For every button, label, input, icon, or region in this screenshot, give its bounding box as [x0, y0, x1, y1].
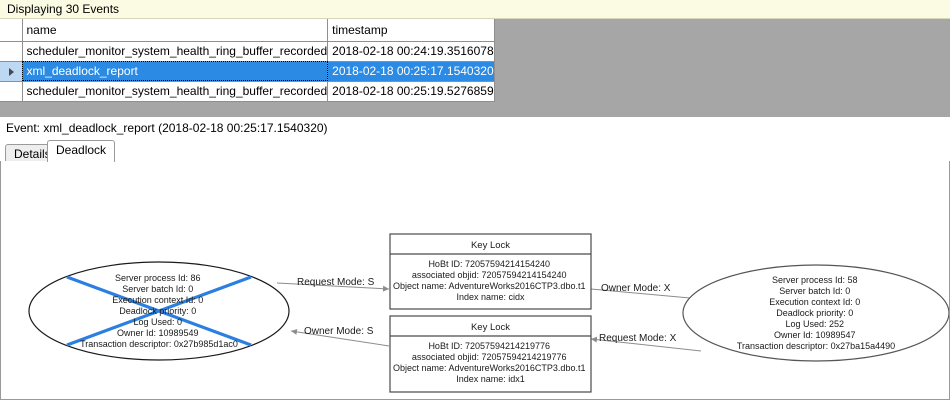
- deadlock-graph-svg: Request Mode: S Owner Mode: X Owner Mode…: [28, 233, 949, 393]
- edge-top-owner-right: Owner Mode: X: [590, 283, 702, 302]
- resource-top-title: Key Lock: [471, 240, 510, 251]
- cell-timestamp[interactable]: 2018-02-18 00:24:19.3516078: [327, 41, 495, 62]
- cell-timestamp[interactable]: 2018-02-18 00:25:17.1540320: [327, 61, 495, 82]
- edge-label: Owner Mode: S: [304, 326, 374, 337]
- row-selector-cell[interactable]: [0, 41, 23, 62]
- events-grid[interactable]: name timestamp scheduler_monitor_system_…: [0, 19, 495, 102]
- process-node-left[interactable]: Server process Id: 86 Server batch Id: 0…: [28, 261, 290, 361]
- cell-timestamp[interactable]: 2018-02-18 00:25:19.5276859: [327, 81, 495, 102]
- row-selector-arrow-icon: [8, 67, 14, 76]
- column-header-selector: [0, 19, 23, 42]
- cell-name[interactable]: scheduler_monitor_system_health_ring_buf…: [22, 81, 329, 102]
- table-row[interactable]: scheduler_monitor_system_health_ring_buf…: [0, 81, 495, 102]
- events-banner: Displaying 30 Events: [0, 0, 950, 19]
- grid-header-row: name timestamp: [0, 19, 495, 42]
- process-left-details: Server process Id: 86 Server batch Id: 0…: [80, 273, 238, 349]
- resource-node-top[interactable]: Key Lock HoBt ID: 72057594214154240 asso…: [389, 233, 592, 310]
- edge-left-request-top: Request Mode: S: [276, 277, 390, 292]
- cell-name[interactable]: xml_deadlock_report: [22, 61, 329, 82]
- table-row[interactable]: xml_deadlock_report 2018-02-18 00:25:17.…: [0, 61, 495, 82]
- process-node-right[interactable]: Server process Id: 58 Server batch Id: 0…: [682, 264, 949, 362]
- resource-bottom-title: Key Lock: [471, 322, 510, 333]
- table-row[interactable]: scheduler_monitor_system_health_ring_buf…: [0, 41, 495, 62]
- edge-label: Request Mode: S: [297, 277, 375, 288]
- tab-strip: Details Deadlock: [0, 140, 950, 162]
- edge-bottom-owner-left: Owner Mode: S: [290, 326, 390, 347]
- column-header-timestamp[interactable]: timestamp: [327, 19, 495, 42]
- deadlock-graph-canvas[interactable]: Request Mode: S Owner Mode: X Owner Mode…: [0, 161, 950, 400]
- edge-label: Owner Mode: X: [601, 283, 671, 294]
- edge-label: Request Mode: X: [599, 333, 677, 344]
- row-selector-cell[interactable]: [0, 61, 23, 82]
- events-grid-container[interactable]: name timestamp scheduler_monitor_system_…: [0, 19, 950, 117]
- column-header-name[interactable]: name: [22, 19, 329, 42]
- tab-deadlock[interactable]: Deadlock: [47, 140, 116, 162]
- deadlock-victim-cross-icon: [66, 275, 252, 347]
- row-selector-cell[interactable]: [0, 81, 23, 102]
- edge-right-request-bottom: Request Mode: X: [590, 333, 702, 352]
- event-caption: Event: xml_deadlock_report (2018-02-18 0…: [0, 118, 950, 138]
- resource-top-details: HoBt ID: 72057594214154240 associated ob…: [393, 259, 588, 302]
- cell-name[interactable]: scheduler_monitor_system_health_ring_buf…: [22, 41, 329, 62]
- resource-bottom-details: HoBt ID: 72057594214219776 associated ob…: [393, 341, 588, 384]
- resource-node-bottom[interactable]: Key Lock HoBt ID: 72057594214219776 asso…: [389, 315, 592, 393]
- process-right-details: Server process Id: 58 Server batch Id: 0…: [737, 275, 895, 351]
